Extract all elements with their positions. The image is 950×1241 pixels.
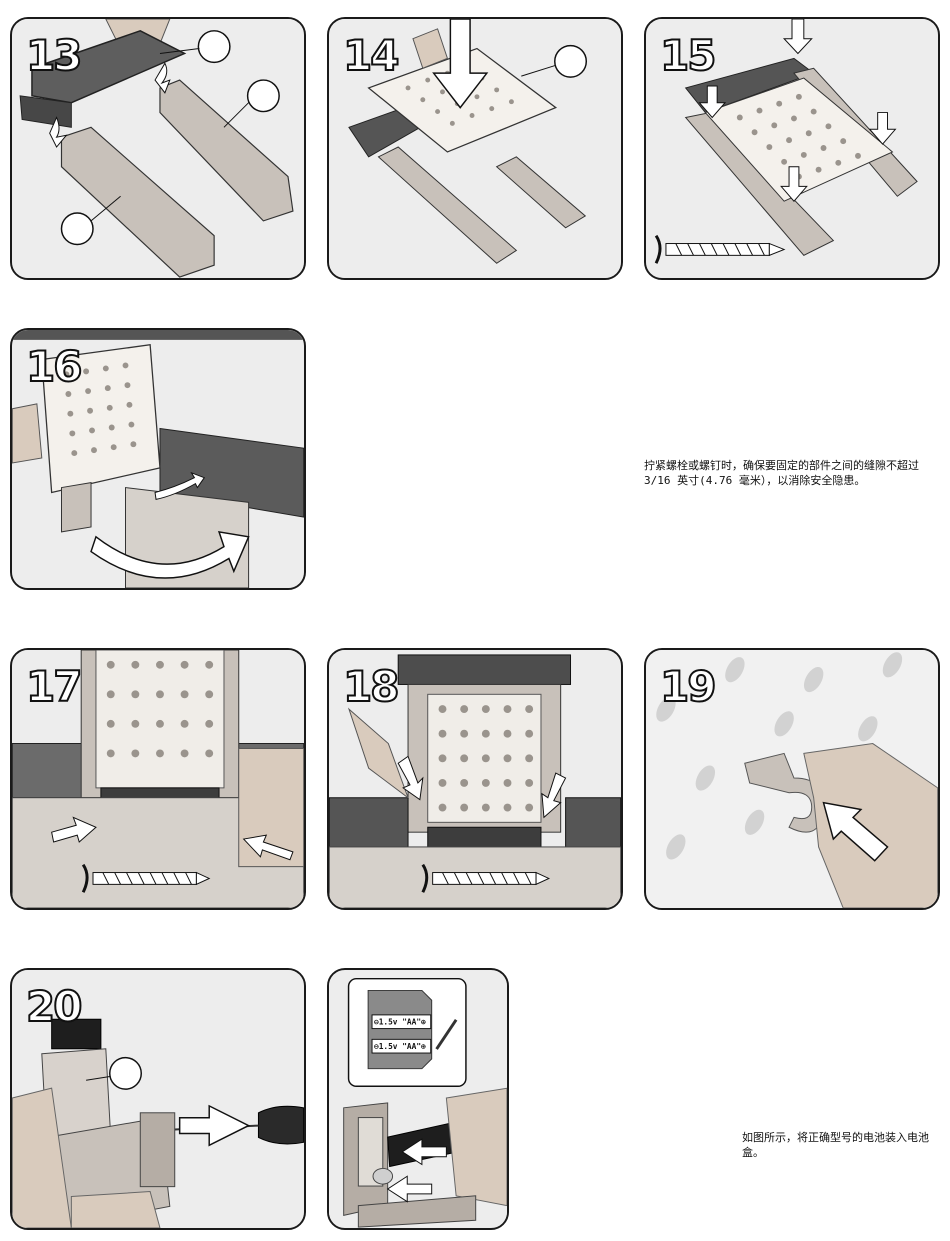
- step-number: 18: [343, 662, 397, 711]
- step-number: 13: [26, 31, 80, 80]
- step-16-panel: 16: [10, 328, 306, 590]
- step-number: 15: [660, 31, 714, 80]
- battery-note: 如图所示，将正确型号的电池装入电池盒。: [742, 1130, 940, 1160]
- step-18-panel: 18: [327, 648, 623, 910]
- step-number: 17: [26, 662, 80, 711]
- battery-label-1: ⊖1.5v "AA"⊕: [374, 1018, 426, 1027]
- battery-illustration: ⊖1.5v "AA"⊕ ⊖1.5v "AA"⊕: [329, 970, 507, 1228]
- step-17-panel: 17: [10, 648, 306, 910]
- step-number: 19: [660, 662, 714, 711]
- step-14-panel: 14: [327, 17, 623, 280]
- step-number: 16: [26, 342, 80, 391]
- step-15-panel: 15: [644, 17, 940, 280]
- battery-label-2: ⊖1.5v "AA"⊕: [374, 1042, 426, 1051]
- battery-panel: ⊖1.5v "AA"⊕ ⊖1.5v "AA"⊕: [327, 968, 509, 1230]
- step-13-panel: 13: [10, 17, 306, 280]
- step-20-panel: 20: [10, 968, 306, 1230]
- step-19-panel: 19: [644, 648, 940, 910]
- step-number: 14: [343, 31, 397, 80]
- tighten-safety-note: 拧紧螺栓或螺钉时，确保要固定的部件之间的缝隙不超过 3/16 英寸(4.76 毫…: [644, 458, 940, 488]
- step-number: 20: [26, 982, 80, 1031]
